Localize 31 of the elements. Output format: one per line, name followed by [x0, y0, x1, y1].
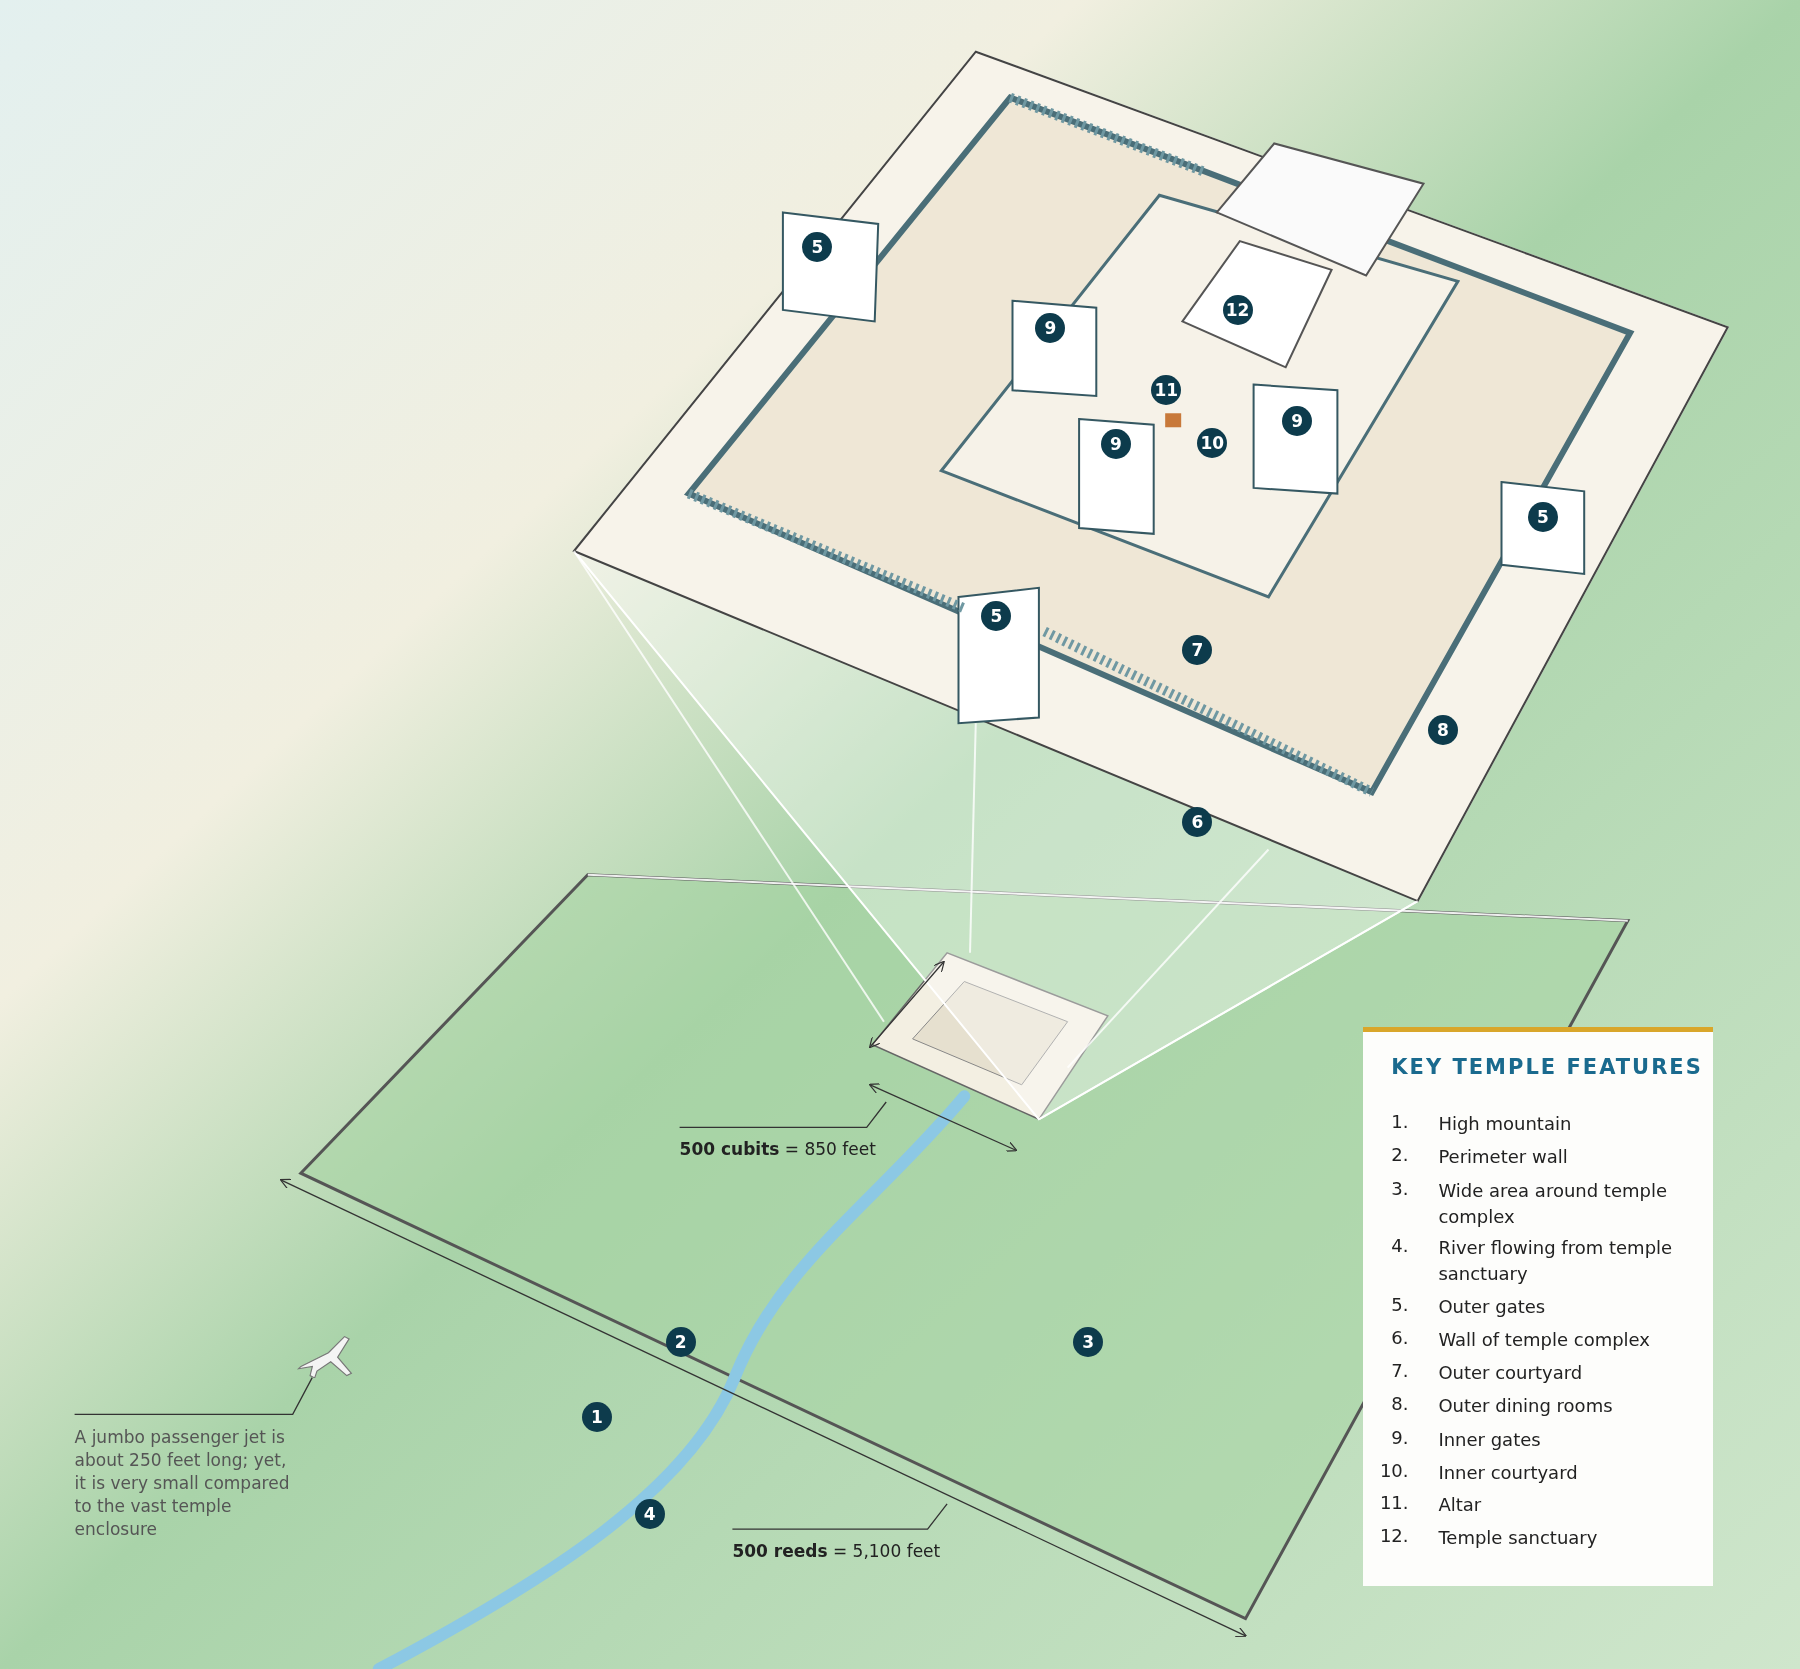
list-item: River flowing from temple sanctuary: [1438, 1236, 1674, 1287]
list-item: Temple sanctuary: [1438, 1526, 1599, 1551]
list-item: Perimeter wall: [1438, 1145, 1569, 1170]
list-item: Wall of temple complex: [1438, 1327, 1651, 1352]
list-number: 4.: [1390, 1235, 1409, 1257]
list-number: 3.: [1390, 1177, 1409, 1199]
list-number: 10.: [1378, 1460, 1409, 1482]
list-item: Outer courtyard: [1438, 1361, 1584, 1386]
list-item: High mountain: [1438, 1112, 1573, 1137]
dimension-label: 500 cubits = 850 feet: [679, 1138, 876, 1159]
list-item: Inner gates: [1438, 1427, 1542, 1452]
leader-line: [731, 1503, 948, 1530]
list-number: 8.: [1390, 1393, 1409, 1415]
list-number: 2.: [1390, 1144, 1409, 1166]
list-number: 6.: [1390, 1326, 1409, 1348]
dimension-label: 500 reeds = 5,100 feet: [732, 1540, 941, 1561]
leader-line: [678, 1101, 887, 1128]
note-text: A jumbo passenger jet is about 250 feet long; yet, it is very small compared to the vast temple enclosure: [74, 1425, 293, 1541]
list-number: 12.: [1378, 1525, 1409, 1547]
list-item: Inner courtyard: [1438, 1461, 1579, 1486]
list-item: Altar: [1438, 1493, 1483, 1518]
list-item: Outer dining rooms: [1438, 1394, 1614, 1419]
key-heading: KEY TEMPLE FEATURES: [1391, 1055, 1703, 1080]
list-number: 5.: [1390, 1293, 1409, 1315]
list-number: 11.: [1378, 1492, 1409, 1514]
leader-line: [73, 1376, 313, 1415]
list-number: 7.: [1390, 1360, 1409, 1382]
list-item: Wide area around temple complex: [1438, 1178, 1669, 1229]
list-number: 9.: [1390, 1426, 1409, 1448]
list-item: Outer gates: [1438, 1294, 1547, 1319]
list-number: 1.: [1390, 1111, 1409, 1133]
